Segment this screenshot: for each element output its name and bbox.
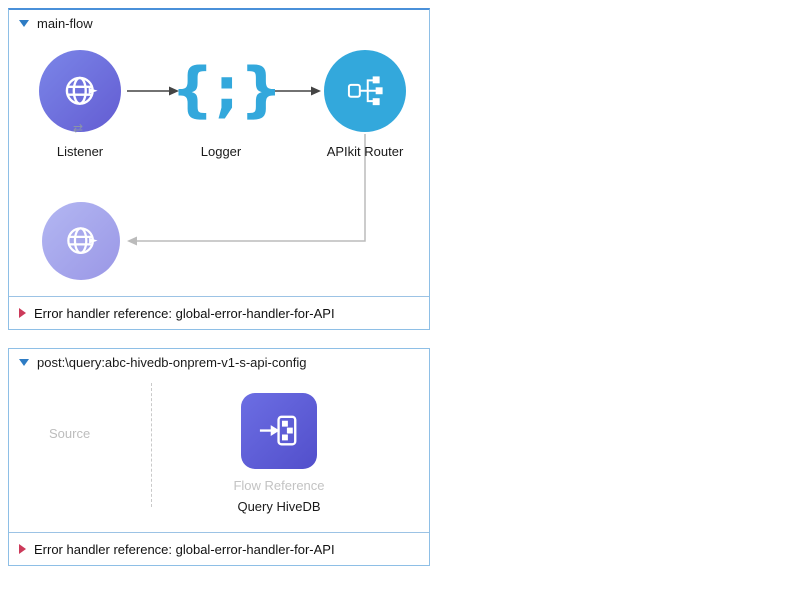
globe-icon	[65, 76, 98, 106]
flow-reference-icon	[260, 416, 297, 446]
logger-node[interactable]: {;}	[171, 52, 282, 130]
node-type-label: Flow Reference	[233, 478, 325, 493]
apikit-router-node[interactable]	[324, 50, 406, 132]
error-handler-arrow-icon[interactable]	[19, 544, 26, 554]
globe-icon	[67, 227, 98, 255]
collapse-arrow-icon[interactable]	[19, 358, 29, 366]
http-listener-node[interactable]	[39, 50, 121, 132]
error-handler-text: Error handler reference: global-error-ha…	[34, 305, 335, 321]
connector-swap-icon[interactable]: ⇄	[73, 121, 84, 135]
error-handler-text: Error handler reference: global-error-ha…	[34, 541, 335, 557]
flow-header[interactable]: post:\query:abc-hivedb-onprem-v1-s-api-c…	[9, 349, 429, 375]
flow-title: post:\query:abc-hivedb-onprem-v1-s-api-c…	[37, 354, 307, 370]
flow-container-main-flow[interactable]: main-flow ⇄ Listener {;} Logger	[8, 8, 430, 330]
error-handler-bar[interactable]: Error handler reference: global-error-ha…	[9, 296, 429, 329]
flow-title: main-flow	[37, 15, 93, 31]
braces-icon: {;}	[171, 55, 284, 125]
node-label-logger: Logger	[200, 144, 242, 159]
flow-container-post-query[interactable]: post:\query:abc-hivedb-onprem-v1-s-api-c…	[8, 348, 430, 566]
source-process-divider	[151, 383, 152, 507]
flow-header[interactable]: main-flow	[9, 10, 429, 36]
error-handler-bar[interactable]: Error handler reference: global-error-ha…	[9, 532, 429, 565]
flow-router-icon	[348, 76, 383, 106]
http-response-node[interactable]	[42, 202, 120, 280]
flow-reference-node[interactable]	[241, 393, 317, 469]
error-handler-arrow-icon[interactable]	[19, 308, 26, 318]
source-placeholder-label: Source	[49, 426, 91, 441]
node-label-query-hivedb: Query HiveDB	[237, 499, 321, 514]
node-label-apikit-router: APIkit Router	[326, 144, 404, 159]
node-label-listener: Listener	[56, 144, 104, 159]
collapse-arrow-icon[interactable]	[19, 19, 29, 27]
